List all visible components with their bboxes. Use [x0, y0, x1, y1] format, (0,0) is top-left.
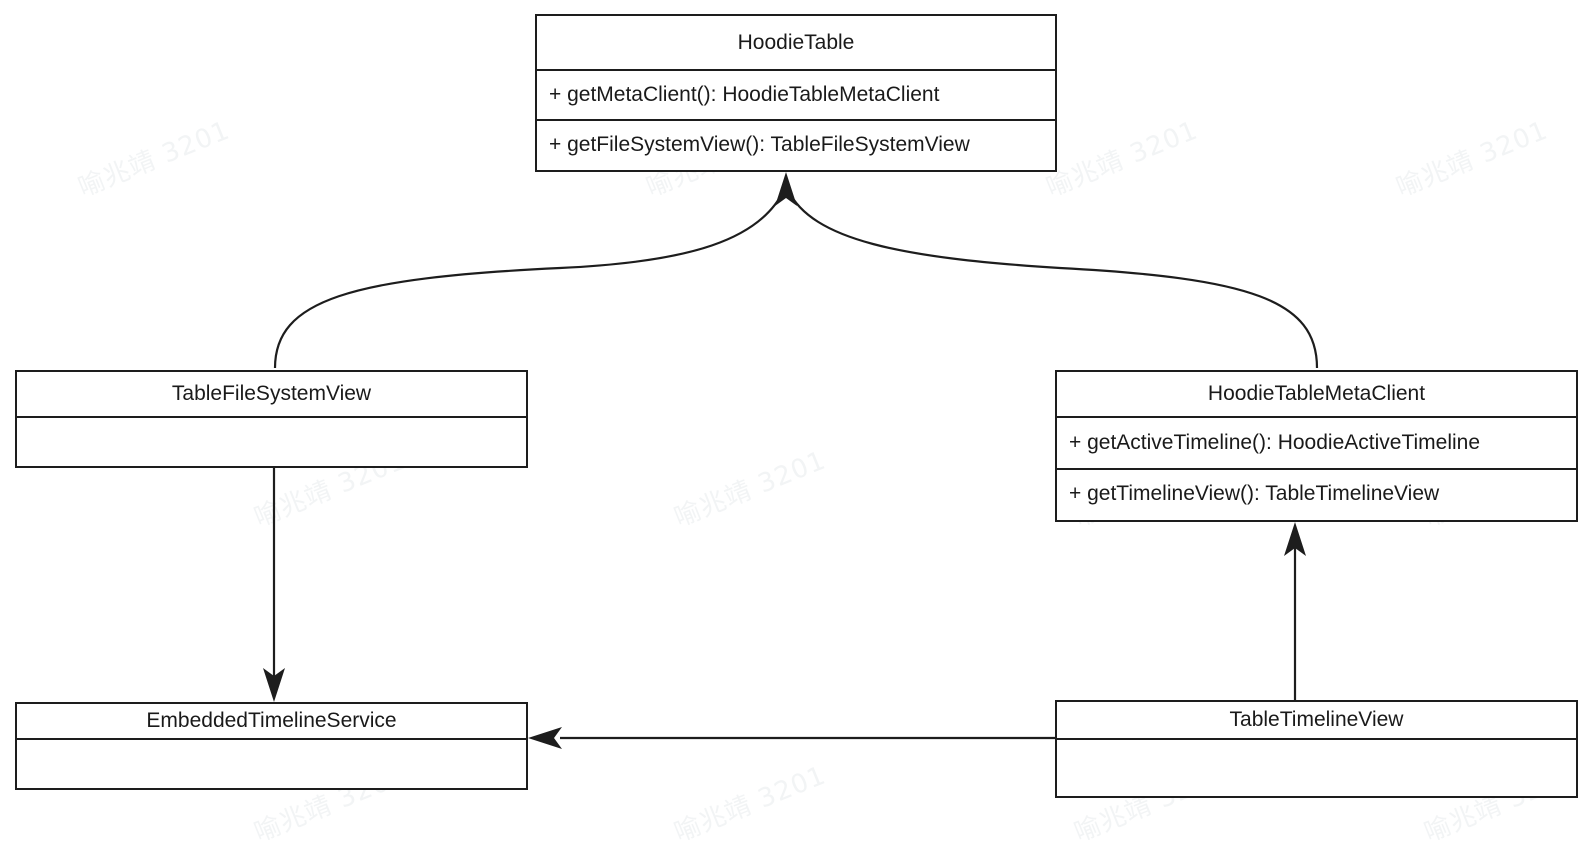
class-members-table-timeline-view [1057, 740, 1576, 798]
class-name-hoodie-table-meta-client: HoodieTableMetaClient [1057, 372, 1576, 418]
relationship-connectors [263, 172, 1319, 749]
arrowhead-into-hoodietable [775, 172, 797, 206]
class-box-hoodie-table-meta-client[interactable]: HoodieTableMetaClient + getActiveTimelin… [1055, 370, 1578, 522]
class-members-hoodie-table-meta-client: + getActiveTimeline(): HoodieActiveTimel… [1057, 418, 1576, 520]
class-name-table-timeline-view: TableTimelineView [1057, 702, 1576, 740]
class-box-embedded-timeline-service[interactable]: EmbeddedTimelineService [15, 702, 528, 790]
class-member: + getTimelineView(): TableTimelineView [1069, 482, 1440, 506]
class-members-embedded-timeline-service [17, 740, 526, 790]
class-member: + getActiveTimeline(): HoodieActiveTimel… [1057, 419, 1576, 470]
class-box-hoodie-table[interactable]: HoodieTable + getMetaClient(): HoodieTab… [535, 14, 1057, 172]
arrowhead-into-embeddedtimelineservice-top [263, 668, 285, 702]
class-name-table-file-system-view: TableFileSystemView [17, 372, 526, 418]
class-members-table-file-system-view [17, 418, 526, 466]
class-members-hoodie-table: + getMetaClient(): HoodieTableMetaClient… [537, 71, 1055, 170]
class-name-hoodie-table: HoodieTable [537, 16, 1055, 71]
link-tablefilesystemview-to-hoodietable [273, 189, 785, 369]
class-box-table-timeline-view[interactable]: TableTimelineView [1055, 700, 1578, 798]
arrowhead-into-hoodietablemetaclient-bottom [1284, 522, 1306, 556]
arrowhead-into-embeddedtimelineservice-right [528, 727, 562, 749]
link-hoodietablemetaclient-to-hoodietable [787, 189, 1319, 369]
class-member: + getMetaClient(): HoodieTableMetaClient [537, 72, 1055, 121]
class-member: + getFileSystemView(): TableFileSystemVi… [549, 132, 970, 156]
class-name-embedded-timeline-service: EmbeddedTimelineService [17, 704, 526, 740]
class-box-table-file-system-view[interactable]: TableFileSystemView [15, 370, 528, 468]
